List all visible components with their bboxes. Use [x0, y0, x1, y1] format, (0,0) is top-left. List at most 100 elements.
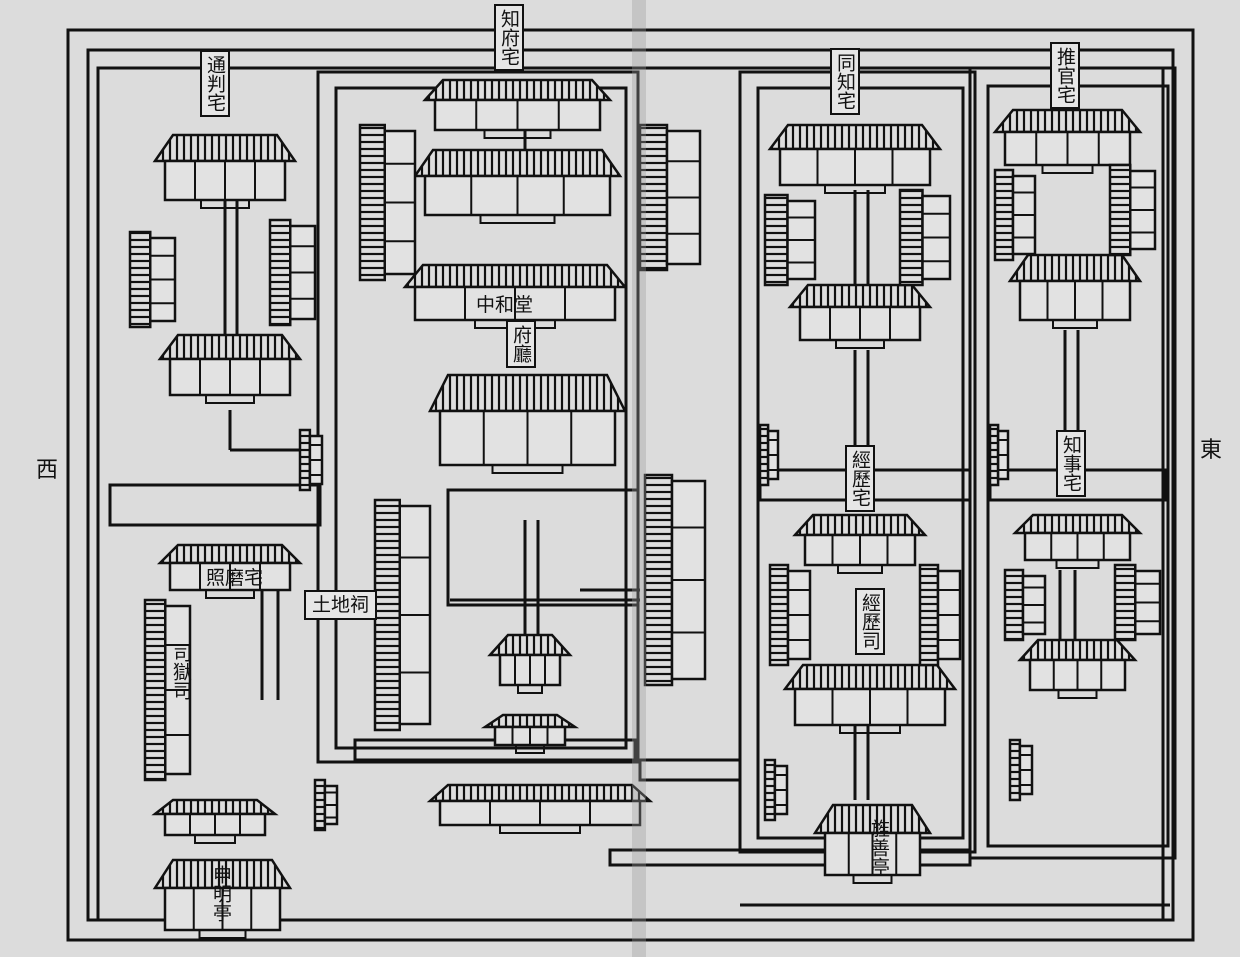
hall-step — [198, 929, 247, 939]
hall-step — [852, 874, 893, 884]
wall — [66, 28, 1195, 942]
side-wing — [358, 123, 417, 282]
wing-roof — [918, 563, 940, 667]
hall-step — [499, 824, 581, 834]
hall-roof — [792, 513, 928, 537]
hall-building — [427, 373, 628, 474]
hall-roof — [427, 373, 628, 413]
label-tongpan-residence: 通判宅 — [200, 50, 230, 117]
wall — [96, 66, 1165, 922]
hall-step — [205, 589, 255, 599]
east-marker: 東 — [1200, 438, 1223, 463]
hall-step — [837, 564, 883, 574]
label-zhaomo-residence: 照磨宅 — [206, 567, 264, 589]
hall-roof — [787, 283, 933, 309]
label-zhonghe-hall: 中和堂 — [476, 294, 534, 316]
hall-building — [152, 133, 298, 209]
hall-building — [782, 663, 958, 734]
wing-roof — [313, 778, 327, 832]
hall-roof — [1007, 253, 1143, 283]
wall — [446, 488, 640, 607]
hall-step — [1057, 689, 1098, 699]
wing-roof — [1003, 568, 1025, 642]
label-jingli-residence: 經歷宅 — [845, 445, 875, 512]
side-wing — [898, 188, 952, 287]
side-wing — [643, 473, 707, 687]
hall-building — [1011, 513, 1144, 569]
hall-step — [835, 339, 885, 349]
label-shrine: 土地祠 — [304, 590, 378, 620]
side-wing — [763, 193, 817, 287]
wall — [108, 483, 322, 527]
hall-step — [491, 464, 564, 474]
hall-step — [1041, 164, 1094, 174]
side-wing — [313, 778, 339, 832]
label-shenming-pavilion: 申明亭 — [210, 865, 232, 922]
hall-step — [479, 214, 556, 224]
hall-step — [483, 129, 552, 139]
wing-roof — [128, 230, 152, 329]
hall-roof — [480, 713, 580, 729]
side-wing — [268, 218, 317, 327]
hall-roof — [412, 148, 623, 178]
hall-roof — [152, 133, 298, 163]
hall-building — [412, 148, 623, 224]
wing-roof — [768, 563, 790, 667]
hall-step — [200, 199, 250, 209]
hall-building — [480, 713, 580, 754]
hall-building — [402, 263, 628, 329]
side-wing — [1113, 563, 1162, 642]
hall-roof — [767, 123, 943, 151]
side-wing — [143, 598, 192, 782]
hall-roof — [487, 633, 573, 657]
wing-roof — [143, 598, 167, 782]
wing-roof — [298, 428, 312, 492]
side-wing — [638, 123, 702, 272]
side-wing — [373, 498, 432, 732]
hall-building — [487, 633, 573, 694]
hall-roof — [782, 663, 958, 691]
wing-roof — [763, 758, 777, 822]
side-wing — [993, 168, 1037, 262]
hall-roof — [426, 783, 654, 803]
hall-building — [157, 333, 303, 404]
wing-roof — [373, 498, 401, 732]
hall-roof — [1017, 638, 1138, 662]
wing-roof — [898, 188, 924, 287]
wing-roof — [638, 123, 669, 272]
side-wing — [1108, 163, 1157, 257]
hall-step — [205, 394, 255, 404]
side-wing — [768, 563, 812, 667]
hall-step — [1052, 319, 1098, 329]
hall-step — [194, 834, 236, 844]
label-jingshan-pavilion: 旌善亭 — [868, 819, 890, 876]
hall-building — [767, 123, 943, 194]
hall-step — [839, 724, 901, 734]
hall-building — [812, 803, 933, 884]
side-wing — [988, 423, 1010, 487]
west-marker: 西 — [36, 458, 59, 483]
wall — [608, 848, 972, 867]
side-wing — [1008, 738, 1034, 802]
wing-roof — [1108, 163, 1132, 257]
hall-roof — [422, 78, 613, 102]
side-wing — [758, 423, 780, 487]
wing-roof — [358, 123, 386, 282]
hall-roof — [151, 798, 279, 816]
hall-building — [152, 858, 293, 939]
wall — [638, 758, 742, 782]
hall-step — [824, 184, 886, 194]
label-jingli-office: 經歷司 — [855, 588, 885, 655]
hall-building — [156, 543, 304, 599]
wing-roof — [993, 168, 1015, 262]
wing-roof — [763, 193, 789, 287]
hall-step — [515, 744, 545, 754]
hall-step — [517, 684, 543, 694]
hall-roof — [156, 543, 304, 565]
hall-step — [1055, 559, 1100, 569]
hall-building — [1007, 253, 1143, 329]
wing-roof — [1113, 563, 1137, 642]
side-wing — [1003, 568, 1047, 642]
hall-roof — [992, 108, 1143, 134]
